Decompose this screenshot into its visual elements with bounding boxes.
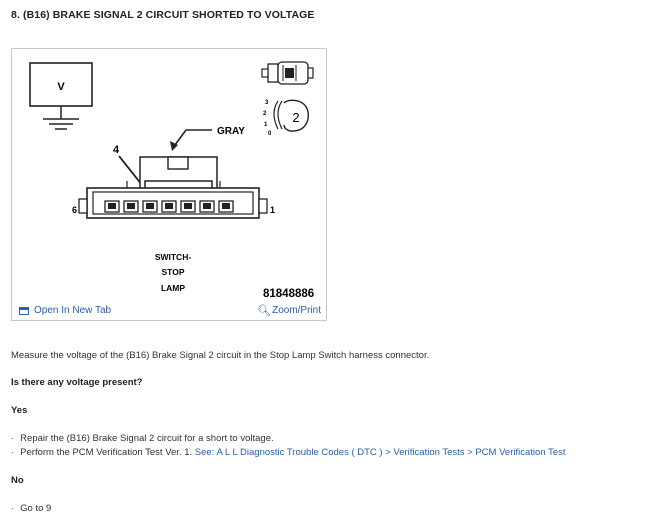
verification-test-link[interactable]: See: A L L Diagnostic Trouble Codes ( DT… <box>194 447 566 458</box>
yes-label: Yes <box>11 405 28 416</box>
window-icon <box>19 306 29 315</box>
figure-number: 81848886 <box>263 288 314 300</box>
svg-text:2: 2 <box>292 110 299 125</box>
connector-figure: V 3 2 1 0 2 GRAY <box>11 48 327 321</box>
zoom-print-link[interactable]: 🔍︎ Zoom/Print <box>257 304 321 317</box>
voltmeter-box <box>29 62 93 107</box>
open-new-tab-link[interactable]: Open In New Tab <box>19 305 111 316</box>
list-item: ·Repair the (B16) Brake Signal 2 circuit… <box>11 433 274 444</box>
component-label-2: STOP <box>162 267 185 277</box>
question-text: Is there any voltage present? <box>11 377 143 388</box>
component-label-1: SWITCH- <box>155 252 192 262</box>
instruction-text: Measure the voltage of the (B16) Brake S… <box>11 350 430 361</box>
svg-text:2: 2 <box>263 111 267 117</box>
no-label: No <box>11 475 24 486</box>
figure-footer: Open In New Tab 🔍︎ Zoom/Print <box>12 302 326 320</box>
connector-diagram: V 3 2 1 0 2 GRAY <box>29 61 314 300</box>
svg-text:1: 1 <box>264 122 268 128</box>
stop-lamp-switch-connector <box>78 156 268 219</box>
magnifier-icon: 🔍︎ <box>257 305 272 317</box>
step-title: 8. (B16) BRAKE SIGNAL 2 CIRCUIT SHORTED … <box>11 9 315 21</box>
svg-text:3: 3 <box>265 100 269 106</box>
pin-callout: 4 <box>113 144 120 156</box>
wire-color-label: GRAY <box>217 126 245 137</box>
component-label-3: LAMP <box>161 283 185 293</box>
switch-position-icon: 3 2 1 0 2 <box>263 99 309 137</box>
zoom-print-label: Zoom/Print <box>272 305 321 316</box>
pin-1-label: 1 <box>270 205 275 215</box>
connector-small-icon <box>261 61 314 85</box>
list-item: ·Go to 9 <box>11 503 52 514</box>
list-item: ·Perform the PCM Verification Test Ver. … <box>11 447 566 458</box>
svg-text:0: 0 <box>268 131 272 137</box>
pin-6-label: 6 <box>72 205 77 215</box>
voltmeter-label: V <box>57 81 65 93</box>
open-new-tab-label: Open In New Tab <box>34 305 112 316</box>
